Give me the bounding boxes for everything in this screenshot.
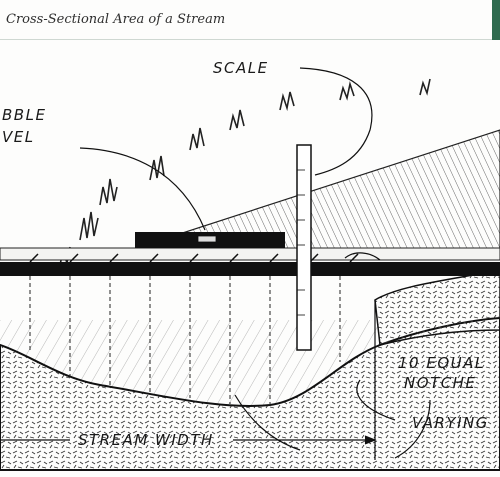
stream-cross-section-diagram: SCALE BBLE VEL 10 EQUAL NOTCHE VARYING S… [0,59,500,471]
stream-width-label: STREAM WIDTH [78,431,214,449]
stream-width-dimension [0,300,377,460]
board-plank [0,262,500,276]
board-notches [29,253,359,263]
equal-notches-label-line2: NOTCHE [404,374,476,392]
figure-title: Cross-Sectional Area of a Stream [0,0,500,40]
measuring-scale [296,144,312,351]
label-pointer-arrows [79,67,431,459]
bubble-level-label-line2: VEL [2,128,35,146]
upper-board [0,247,500,261]
bubble-level-tool [135,232,285,248]
bubble-level-label-line1: BBLE [2,106,46,124]
far-bank [374,269,500,346]
title-accent-bar [492,0,500,40]
depth-measurement-lines [29,276,341,405]
varying-label: VARYING [412,414,489,432]
equal-notches-label-line1: 10 EQUAL [398,354,485,372]
scale-label: SCALE [213,59,269,77]
